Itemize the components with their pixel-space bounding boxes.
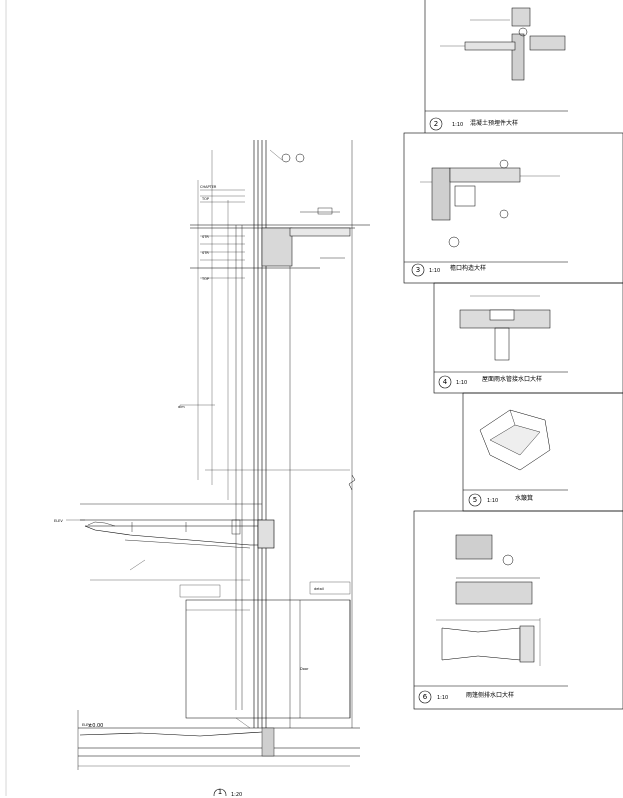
detail-2-drawing	[425, 0, 623, 133]
detail-2-title: 混凝土预埋件大样	[470, 120, 519, 127]
main-section-number: 1	[217, 788, 223, 796]
svg-text:STR: STR	[202, 251, 209, 255]
detail-6-drawing	[413, 510, 623, 710]
svg-text:TOP: TOP	[201, 197, 209, 201]
detail-4-number: 4	[442, 378, 448, 386]
detail-4-scale: 1:10	[456, 380, 468, 386]
detail-6-title: 雨篷侧排水口大样	[466, 692, 515, 699]
svg-text:ELEV: ELEV	[82, 723, 91, 727]
main-wall-section	[66, 140, 370, 796]
svg-text:ELEV: ELEV	[54, 519, 63, 523]
detail-5-number: 5	[472, 496, 478, 504]
main-section-annotations: CHAPTER TOP STR STR TOP dim detail Door …	[54, 185, 324, 727]
detail-3-scale: 1:10	[429, 268, 441, 274]
svg-text:Door: Door	[300, 667, 309, 671]
detail-5-drawing	[462, 392, 623, 512]
svg-text:TOP: TOP	[201, 277, 209, 281]
sheet-border-lines	[5, 0, 426, 796]
svg-text:CHAPTER: CHAPTER	[200, 185, 217, 189]
detail-3-title: 檐口构造大样	[450, 265, 487, 272]
detail-5-title: 水簸箕	[515, 495, 534, 502]
detail-3-drawing	[403, 132, 623, 284]
detail-6-number: 6	[422, 693, 428, 701]
detail-3-number: 3	[415, 266, 421, 274]
ground-elevation-label: ±0.00	[88, 723, 104, 729]
main-section-scale: 1:20	[231, 792, 243, 798]
detail-5-scale: 1:10	[487, 498, 499, 504]
svg-text:detail: detail	[314, 587, 324, 591]
detail-6-scale: 1:10	[437, 695, 449, 701]
detail-2-scale: 1:10	[452, 122, 464, 128]
detail-2-number: 2	[433, 120, 439, 128]
svg-text:dim: dim	[178, 405, 185, 409]
detail-4-title: 屋面雨水管接水口大样	[482, 376, 543, 383]
svg-text:STR: STR	[202, 235, 209, 239]
